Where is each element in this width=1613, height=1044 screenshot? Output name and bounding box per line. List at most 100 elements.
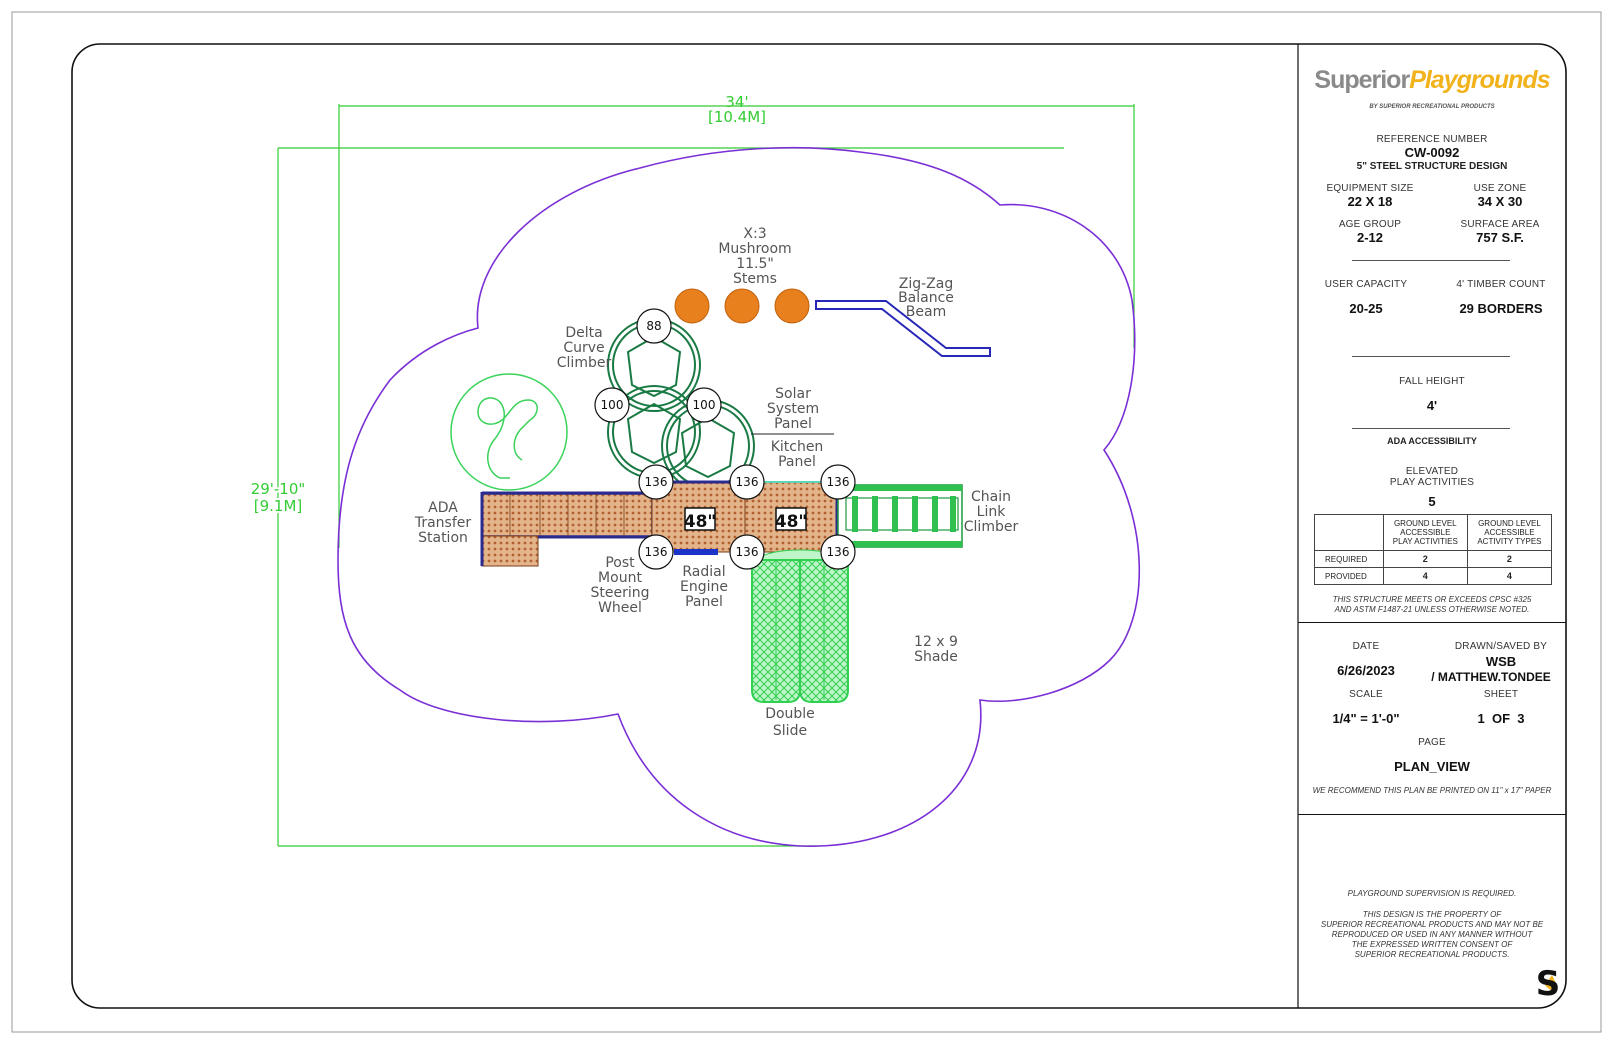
scale-value: 1/4" = 1'-0"	[1332, 711, 1400, 726]
sheet-value: 1 OF 3	[1477, 711, 1525, 726]
use-zone-value: 34 X 30	[1477, 194, 1523, 209]
timber-count-value: 29 BORDERS	[1459, 301, 1543, 316]
mushroom-stem	[724, 288, 760, 324]
play-area-border	[337, 146, 1141, 847]
surface-area-label: SURFACE AREA	[1460, 219, 1540, 230]
chain-link-climber	[837, 484, 963, 548]
design-title: 5" STEEL STRUCTURE DESIGN	[1356, 161, 1508, 172]
age-group-value: 2-12	[1356, 230, 1384, 245]
delta-curve-climber	[607, 318, 755, 493]
tb-rule	[1352, 260, 1510, 261]
post-circle: 136	[638, 464, 674, 500]
timber-count-label: 4' TIMBER COUNT	[1456, 279, 1546, 290]
row-value: 4	[1382, 567, 1468, 585]
scale-label: SCALE	[1349, 689, 1383, 700]
mushroom-stems	[674, 288, 810, 324]
tb-section-rule	[1298, 622, 1566, 623]
svg-text:100: 100	[601, 398, 624, 412]
svg-text:136: 136	[827, 545, 850, 559]
inner-frame	[71, 43, 1567, 1009]
user-capacity-label: USER CAPACITY	[1324, 279, 1408, 290]
tb-rule	[1352, 428, 1510, 429]
supervision-note: PLAYGROUND SUPERVISION IS REQUIRED.	[1347, 889, 1517, 898]
svg-text:136: 136	[645, 475, 668, 489]
table-corner	[1314, 514, 1384, 551]
drawn-by-value-2: / MATTHEW.TONDEE	[1431, 670, 1551, 684]
cpsc-note: THIS STRUCTURE MEETS OR EXCEEDS CPSC #32…	[1332, 595, 1532, 614]
mushroom-stem	[674, 288, 710, 324]
mushroom-stem	[774, 288, 810, 324]
tb-rule	[1352, 356, 1510, 357]
ada-heading: ADA ACCESSIBILITY	[1387, 436, 1477, 446]
fall-height-value: 4'	[1426, 398, 1438, 413]
drawn-by-label: DRAWN/SAVED BY	[1454, 641, 1548, 652]
svg-text:136: 136	[736, 545, 759, 559]
equipment-size-value: 22 X 18	[1347, 194, 1393, 209]
row-label: REQUIRED	[1314, 550, 1384, 568]
table-row: PROVIDED 4 4	[1314, 567, 1553, 585]
ada-transfer-station	[480, 491, 653, 567]
sheet-label: SHEET	[1483, 689, 1519, 700]
brand-subtitle: BY SUPERIOR RECREATIONAL PRODUCTS	[1369, 104, 1495, 110]
equipment-size-label: EQUIPMENT SIZE	[1326, 183, 1414, 194]
double-slide	[751, 549, 849, 703]
page-value: PLAN_VIEW	[1394, 759, 1470, 774]
reference-value: CW-0092	[1404, 145, 1460, 160]
post-circle: 88	[636, 308, 672, 344]
elevated-label-2: PLAY ACTIVITIES	[1389, 477, 1475, 488]
drawn-by-value-1: WSB	[1485, 654, 1517, 669]
svg-text:100: 100	[693, 398, 716, 412]
post-circles: 88 100 100 136 136 136 136 136 136	[594, 308, 856, 570]
table-row: REQUIRED 2 2	[1314, 550, 1553, 568]
svg-text:136: 136	[645, 545, 668, 559]
height-dim-m: [9.1M]	[254, 497, 303, 515]
post-circle: 136	[729, 534, 765, 570]
elevated-value: 5	[1428, 494, 1436, 509]
date-value: 6/26/2023	[1337, 663, 1395, 678]
height-dim-ft: 29'-10"	[251, 480, 306, 498]
deck-height-label: 48"	[684, 512, 717, 532]
row-value: 2	[1382, 550, 1468, 568]
tb-section-rule	[1298, 814, 1566, 815]
brand-part2: Playgrounds	[1409, 66, 1550, 94]
row-label: PROVIDED	[1314, 567, 1384, 585]
svg-text:88: 88	[646, 319, 661, 333]
height-dimension	[277, 147, 1064, 847]
post-circle: 136	[729, 464, 765, 500]
reference-label: REFERENCE NUMBER	[1376, 134, 1488, 145]
width-dim-ft: 34'	[725, 93, 748, 111]
print-note: WE RECOMMEND THIS PLAN BE PRINTED ON 11"…	[1312, 786, 1552, 795]
svg-text:136: 136	[827, 475, 850, 489]
user-capacity-value: 20-25	[1349, 301, 1383, 316]
brand-logo: SuperiorPlaygrounds	[1300, 66, 1564, 95]
post-circle: 100	[686, 387, 722, 423]
row-value: 4	[1466, 567, 1553, 585]
elevated-label-1: ELEVATED	[1405, 466, 1459, 477]
corner-s-logo: S	[1536, 964, 1561, 1004]
age-group-label: AGE GROUP	[1338, 219, 1402, 230]
outer-frame	[11, 11, 1602, 1033]
fall-height-label: FALL HEIGHT	[1399, 376, 1465, 387]
post-circle: 136	[820, 464, 856, 500]
ada-logo-mark	[450, 373, 568, 491]
post-circle: 100	[594, 387, 630, 423]
page-label: PAGE	[1418, 737, 1446, 748]
use-zone-label: USE ZONE	[1473, 183, 1527, 194]
property-note: THIS DESIGN IS THE PROPERTY OF SUPERIOR …	[1320, 910, 1544, 959]
brand-part1: Superior	[1314, 66, 1410, 94]
